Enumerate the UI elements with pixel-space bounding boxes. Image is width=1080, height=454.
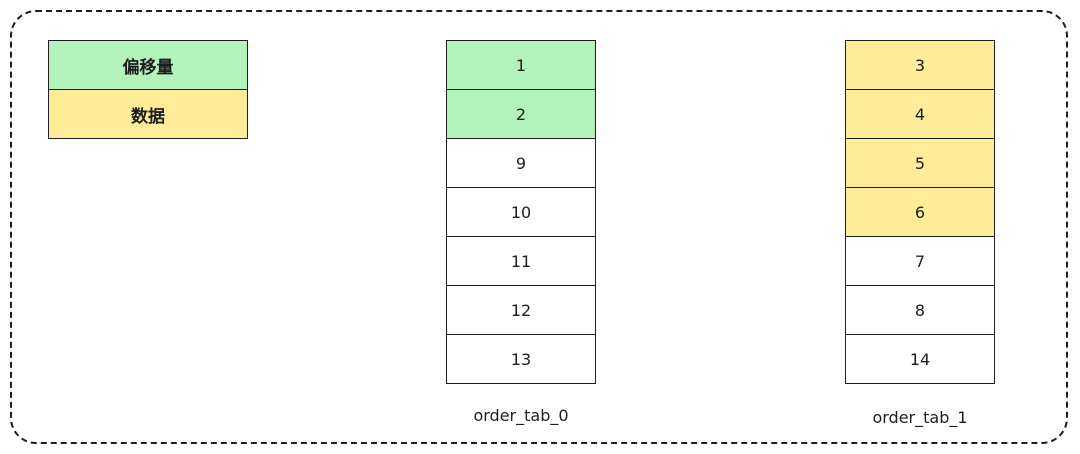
table-order-tab-1: 3 4 5 6 7 8 14 order_tab_1 bbox=[845, 40, 995, 427]
table-cell: 13 bbox=[446, 334, 596, 384]
table-cell: 10 bbox=[446, 187, 596, 237]
table-name-label: order_tab_0 bbox=[473, 406, 569, 425]
table-cell: 12 bbox=[446, 285, 596, 335]
dashed-frame bbox=[10, 10, 1068, 444]
table-cell: 5 bbox=[845, 138, 995, 188]
table-cell: 7 bbox=[845, 236, 995, 286]
table-cell: 8 bbox=[845, 285, 995, 335]
table-cell: 14 bbox=[845, 334, 995, 384]
table-cell: 11 bbox=[446, 236, 596, 286]
table-cell: 4 bbox=[845, 89, 995, 139]
table-cell: 2 bbox=[446, 89, 596, 139]
table-name-label: order_tab_1 bbox=[872, 408, 968, 427]
table-order-tab-0: 1 2 9 10 11 12 13 order_tab_0 bbox=[446, 40, 596, 425]
table-cell: 9 bbox=[446, 138, 596, 188]
table-cell: 3 bbox=[845, 40, 995, 90]
table-cell: 1 bbox=[446, 40, 596, 90]
legend-offset: 偏移量 bbox=[48, 40, 248, 90]
legend-data: 数据 bbox=[48, 89, 248, 139]
table-cell: 6 bbox=[845, 187, 995, 237]
legend: 偏移量 数据 bbox=[48, 40, 248, 139]
